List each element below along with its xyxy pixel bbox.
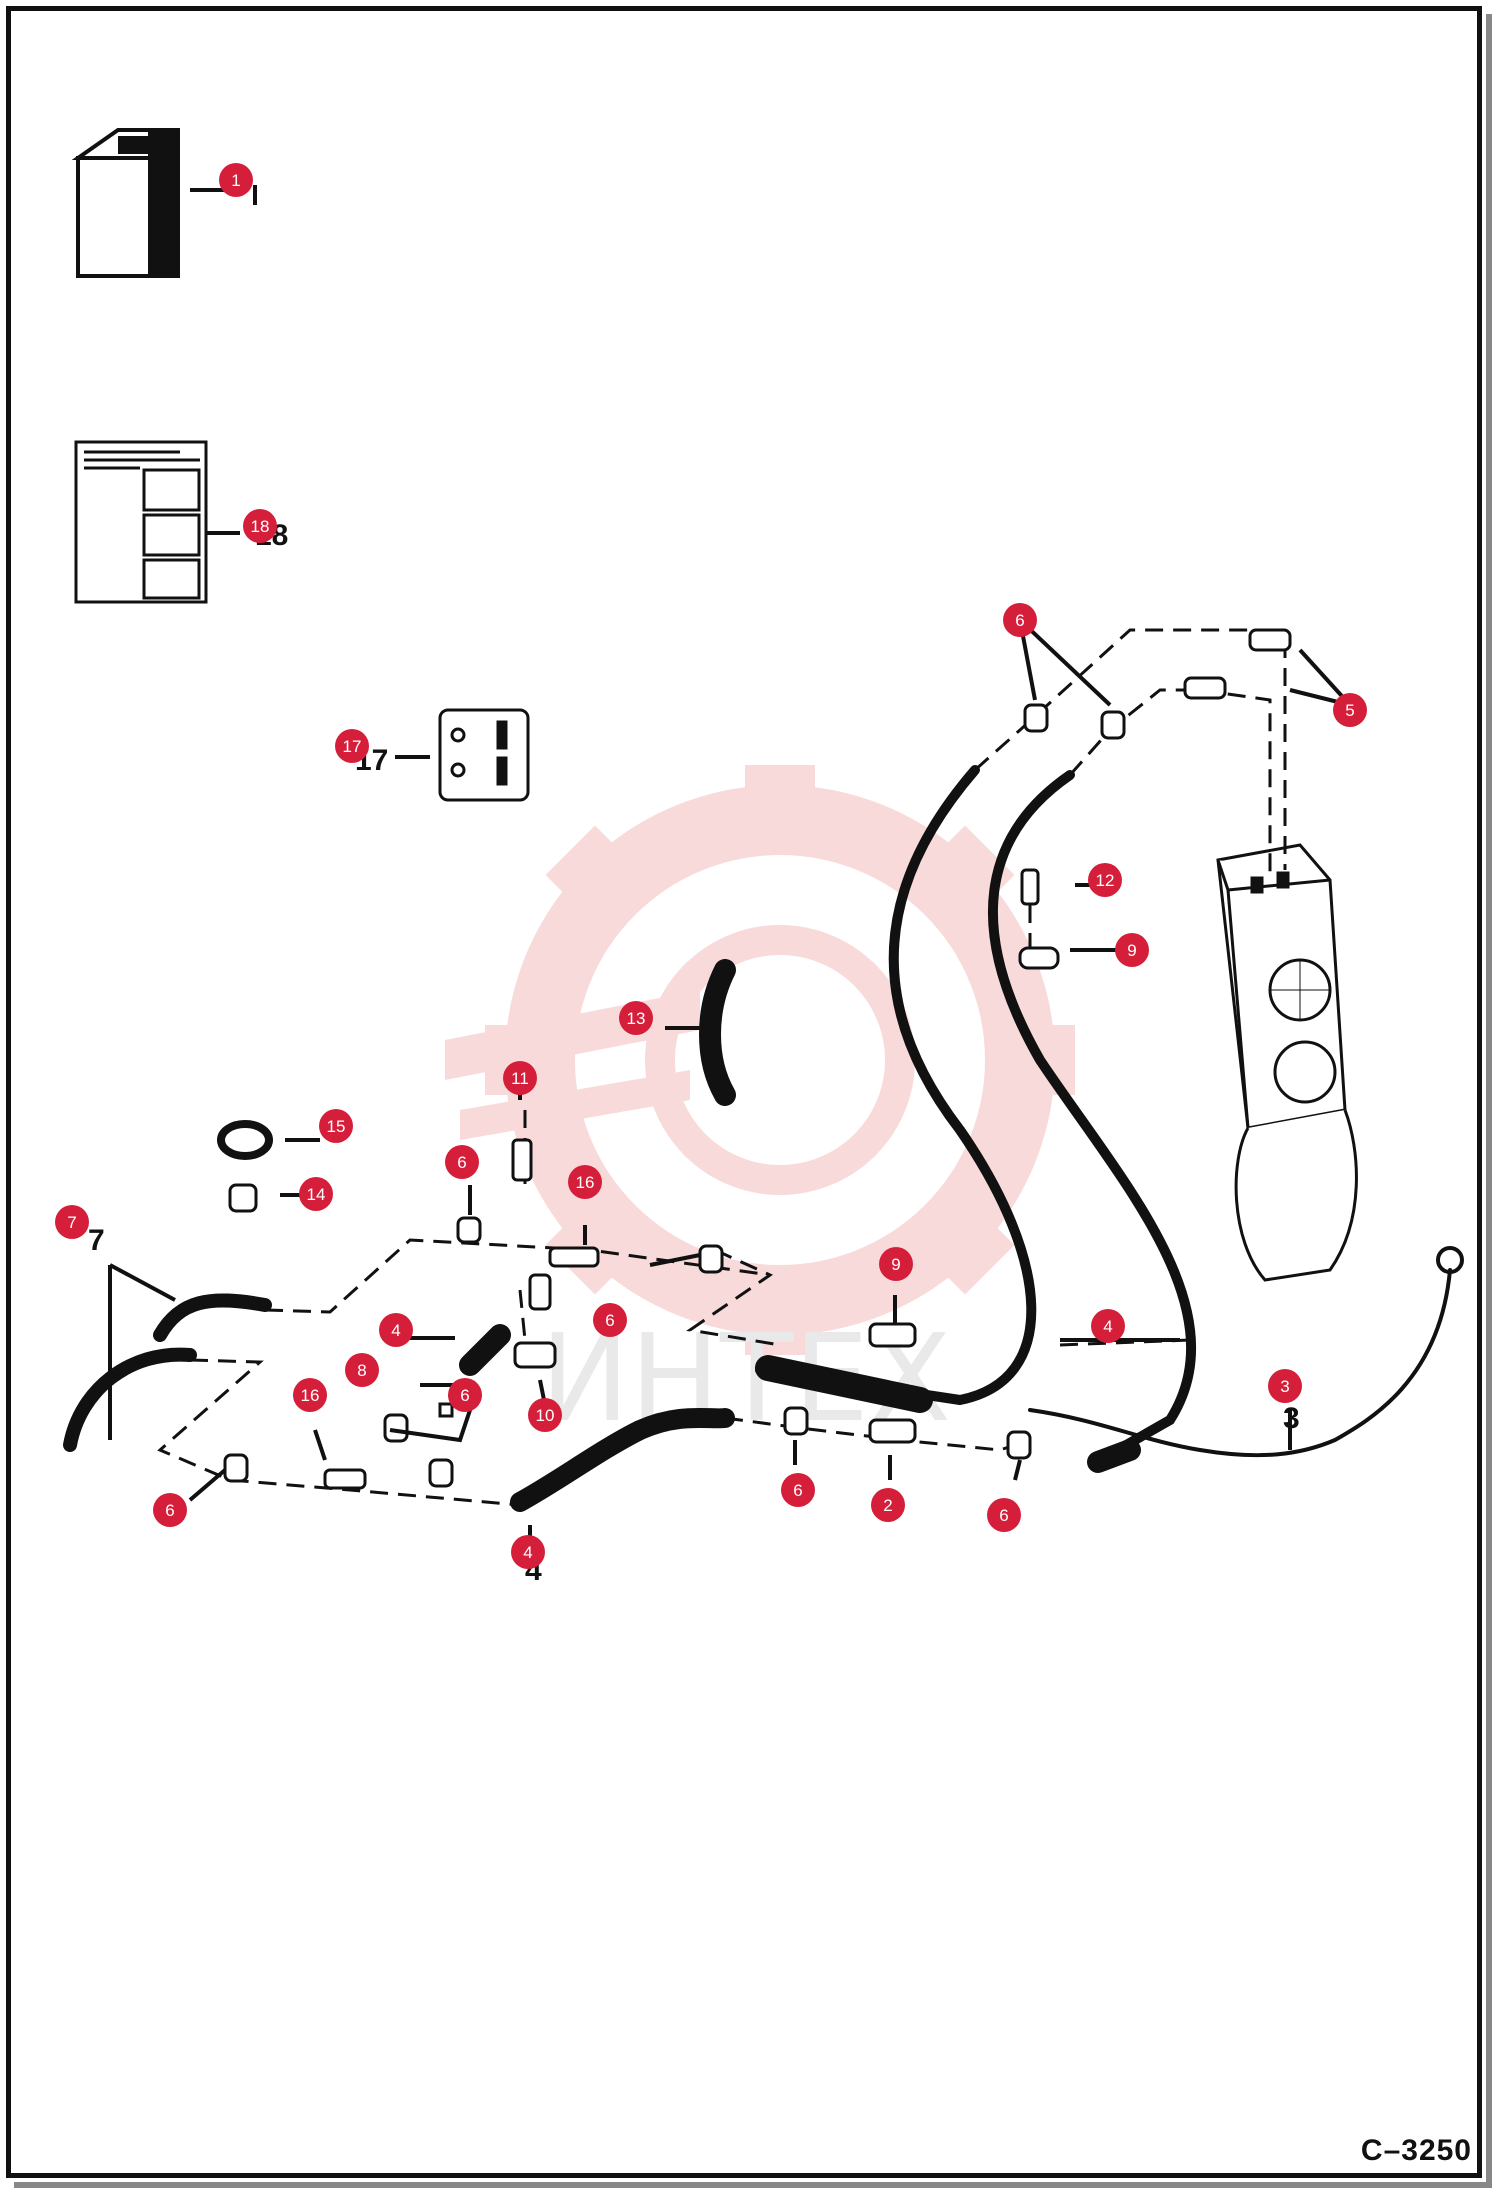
callout-badge xyxy=(1091,1309,1125,1343)
callout-badge xyxy=(55,1205,89,1239)
callout-c5[interactable]: 5 xyxy=(1333,693,1367,727)
callout-number: 5 xyxy=(1345,701,1354,720)
drawing-frame xyxy=(6,6,1482,2178)
callout-c7[interactable]: 7 xyxy=(55,1205,89,1239)
callout-number: 15 xyxy=(327,1117,346,1136)
callout-number: 8 xyxy=(357,1361,366,1380)
callout-c4b[interactable]: 4 xyxy=(1091,1309,1125,1343)
callout-number: 13 xyxy=(627,1009,646,1028)
callout-number: 1 xyxy=(231,171,240,190)
callout-number: 6 xyxy=(165,1501,174,1520)
callout-c17[interactable]: 17 xyxy=(335,729,369,763)
callout-c9b[interactable]: 9 xyxy=(879,1247,913,1281)
callout-badge xyxy=(1268,1369,1302,1403)
callout-c6d[interactable]: 6 xyxy=(448,1378,482,1412)
callout-number: 17 xyxy=(343,737,362,756)
callout-c18[interactable]: 18 xyxy=(243,509,277,543)
callout-badge xyxy=(1003,603,1037,637)
callouts: 1 18 17 6 5 12 9 13 11 15 6 16 14 7 9 6 4 4 8 6 3 16 10 6 2 6 6 4 xyxy=(55,163,1367,1569)
callout-number: 14 xyxy=(307,1185,326,1204)
callout-c14[interactable]: 14 xyxy=(299,1177,333,1211)
callout-number: 6 xyxy=(457,1153,466,1172)
callout-badge xyxy=(345,1353,379,1387)
printed-number: 3 xyxy=(1283,1402,1300,1435)
callout-number: 6 xyxy=(605,1311,614,1330)
callout-badge xyxy=(871,1488,905,1522)
callout-badge xyxy=(448,1378,482,1412)
callout-badge xyxy=(879,1247,913,1281)
callout-number: 4 xyxy=(391,1321,400,1340)
callout-number: 4 xyxy=(1103,1317,1112,1336)
callout-c16a[interactable]: 16 xyxy=(568,1165,602,1199)
callout-c16b[interactable]: 16 xyxy=(293,1378,327,1412)
callout-badge xyxy=(335,729,369,763)
callout-c6f[interactable]: 6 xyxy=(781,1473,815,1507)
callout-c4c[interactable]: 4 xyxy=(511,1535,545,1569)
manual-part xyxy=(71,128,257,278)
callout-number: 16 xyxy=(301,1386,320,1405)
callout-number: 9 xyxy=(1127,941,1136,960)
callout-c6c[interactable]: 6 xyxy=(593,1303,627,1337)
callout-badge xyxy=(1115,933,1149,967)
callout-badge xyxy=(619,1001,653,1035)
callout-number: 16 xyxy=(576,1173,595,1192)
callout-c2[interactable]: 2 xyxy=(871,1488,905,1522)
callout-number: 6 xyxy=(793,1481,802,1500)
callout-badge xyxy=(528,1398,562,1432)
callout-badge xyxy=(293,1378,327,1412)
callout-badge xyxy=(511,1535,545,1569)
callout-c6e[interactable]: 6 xyxy=(153,1493,187,1527)
fittings xyxy=(217,628,1292,1490)
callout-c6b[interactable]: 6 xyxy=(445,1145,479,1179)
callout-badge xyxy=(1088,863,1122,897)
callout-c13[interactable]: 13 xyxy=(619,1001,653,1035)
callout-c1[interactable]: 1 xyxy=(219,163,253,197)
callout-badge xyxy=(299,1177,333,1211)
printed-number: 7 xyxy=(88,1224,105,1257)
callout-badge xyxy=(568,1165,602,1199)
frame-shadow xyxy=(14,14,1492,2188)
callout-c8[interactable]: 8 xyxy=(345,1353,379,1387)
callout-number: 4 xyxy=(523,1543,532,1562)
callout-badge xyxy=(593,1303,627,1337)
callout-number: 3 xyxy=(1280,1377,1289,1396)
decal-sheet-part xyxy=(74,440,240,604)
callout-c12[interactable]: 12 xyxy=(1088,863,1122,897)
callout-number: 9 xyxy=(891,1255,900,1274)
callout-c9a[interactable]: 9 xyxy=(1115,933,1149,967)
callout-badge xyxy=(153,1493,187,1527)
callout-badge xyxy=(445,1145,479,1179)
drawing-code: C–3250 xyxy=(1360,2134,1472,2167)
callout-badge xyxy=(319,1109,353,1143)
callout-badge xyxy=(987,1498,1021,1532)
callout-number: 2 xyxy=(883,1496,892,1515)
callout-badge xyxy=(1333,693,1367,727)
callout-badge xyxy=(219,163,253,197)
callout-c15[interactable]: 15 xyxy=(319,1109,353,1143)
callout-number: 6 xyxy=(999,1506,1008,1525)
heater-unit-part xyxy=(1216,843,1358,1282)
callout-number: 12 xyxy=(1096,871,1115,890)
watermark-gear-icon xyxy=(445,765,1075,1355)
callout-c11[interactable]: 11 xyxy=(503,1061,537,1095)
callout-c4a[interactable]: 4 xyxy=(379,1313,413,1347)
hoses xyxy=(63,765,1464,1512)
callout-c10[interactable]: 10 xyxy=(528,1398,562,1432)
callout-number: 18 xyxy=(251,517,270,536)
callout-badge xyxy=(379,1313,413,1347)
callout-badge xyxy=(781,1473,815,1507)
callout-c6g[interactable]: 6 xyxy=(987,1498,1021,1532)
callout-badge xyxy=(243,509,277,543)
callout-number: 10 xyxy=(536,1406,555,1425)
callout-badge xyxy=(503,1061,537,1095)
decal-part xyxy=(395,708,530,802)
callout-c6a[interactable]: 6 xyxy=(1003,603,1037,637)
callout-number: 6 xyxy=(460,1386,469,1405)
callout-number: 7 xyxy=(67,1213,76,1232)
callout-number: 11 xyxy=(511,1069,529,1088)
callout-c3[interactable]: 3 xyxy=(1268,1369,1302,1403)
callout-number: 6 xyxy=(1015,611,1024,630)
